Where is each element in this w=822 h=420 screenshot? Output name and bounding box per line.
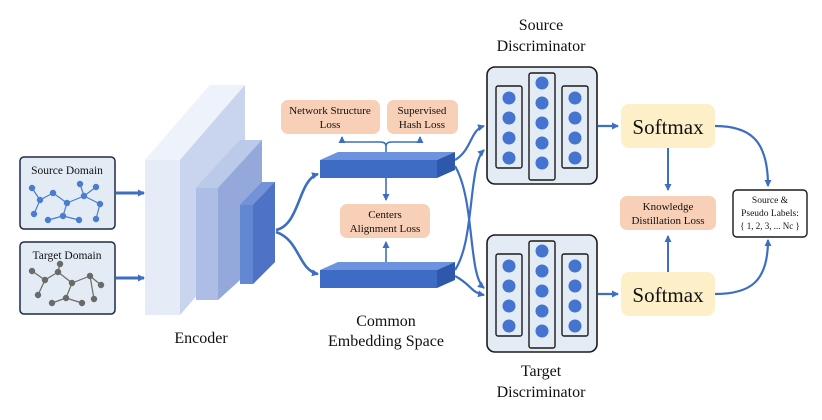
- source-embedding-to-target-disc-arrow: [454, 165, 485, 289]
- source-discriminator: [486, 66, 598, 185]
- source-discriminator-label-line1: Source: [519, 17, 563, 34]
- source-softmax-to-output-arrow: [714, 124, 772, 187]
- target-domain-label: Target Domain: [33, 250, 102, 262]
- source-embedding-to-source-disc-arrow: [454, 124, 485, 161]
- source-domain-panel: Source Domain: [19, 156, 116, 230]
- target-domain-panel: Target Domain: [19, 241, 116, 315]
- pseudo-labels-line1: Source &: [752, 196, 789, 206]
- target-softmax-label: Softmax: [632, 283, 704, 307]
- network-structure-loss-line2: Loss: [320, 119, 341, 131]
- network-structure-loss-line1: Network Structure: [289, 105, 371, 117]
- knowledge-distillation-line1: Knowledge: [643, 201, 694, 213]
- embedding-label-line1: Common: [356, 313, 416, 330]
- encoder-to-source-embedding-arrow: [275, 172, 319, 232]
- supervised-hash-loss-box: Supervised Hash Loss: [387, 100, 458, 134]
- target-discriminator-label-line2: Discriminator: [497, 384, 587, 401]
- supervised-hash-loss-line2: Hash Loss: [399, 119, 445, 131]
- target-embedding-to-source-disc-arrow: [454, 149, 485, 271]
- target-softmax-to-output-arrow: [714, 239, 772, 296]
- embedding-to-hash-loss-arrow: [385, 136, 424, 147]
- target-discriminator-label-line1: Target: [521, 363, 562, 380]
- pseudo-labels-box: Source & Pseudo Labels: { 1, 2, 3, ... N…: [732, 189, 808, 238]
- pseudo-labels-line2: Pseudo Labels:: [741, 209, 799, 219]
- source-softmax-box: Softmax: [621, 104, 715, 148]
- pseudo-labels-line3: { 1, 2, 3, ... Nc }: [740, 221, 800, 231]
- centers-alignment-loss-line1: Centers: [368, 209, 402, 221]
- supervised-hash-loss-line1: Supervised: [398, 105, 447, 117]
- source-domain-label: Source Domain: [31, 165, 103, 177]
- encoder-label: Encoder: [174, 330, 228, 347]
- knowledge-distillation-line2: Distillation Loss: [631, 215, 704, 227]
- target-graph: [28, 260, 105, 307]
- target-discriminator: [486, 234, 598, 353]
- target-softmax-box: Softmax: [621, 272, 715, 316]
- source-softmax-label: Softmax: [632, 115, 704, 139]
- encoder-to-target-embedding-arrow: [275, 230, 319, 277]
- source-graph: [28, 180, 104, 224]
- knowledge-distillation-loss-box: Knowledge Distillation Loss: [620, 196, 716, 230]
- centers-alignment-loss-line2: Alignment Loss: [350, 223, 421, 235]
- target-embedding-to-target-disc-arrow: [454, 275, 485, 298]
- network-structure-loss-box: Network Structure Loss: [281, 100, 380, 134]
- encoder: [145, 85, 275, 315]
- embedding-to-network-loss-arrow: [338, 136, 387, 152]
- embedding-label-line2: Embedding Space: [328, 333, 444, 350]
- centers-alignment-loss-box: Centers Alignment Loss: [340, 204, 430, 238]
- target-embedding-bar: [320, 262, 455, 288]
- source-discriminator-label-line2: Discriminator: [497, 38, 587, 55]
- source-embedding-bar: [320, 152, 455, 178]
